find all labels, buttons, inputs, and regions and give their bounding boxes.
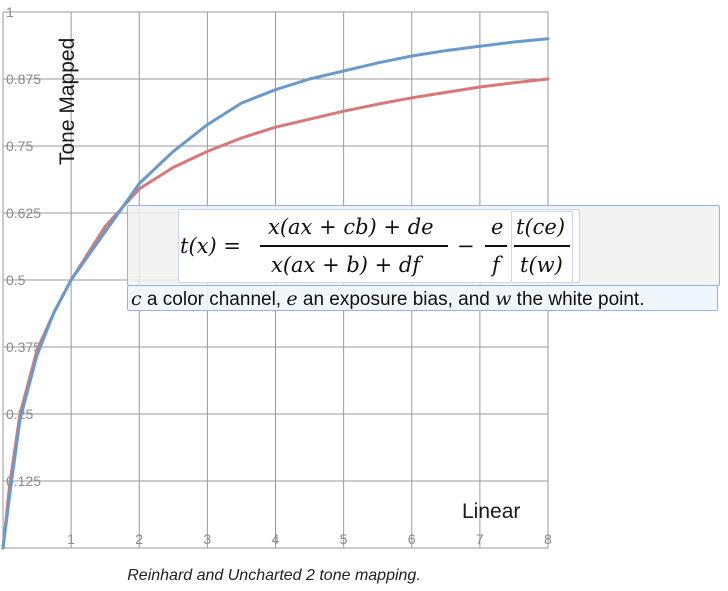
caption-text-1: a color channel,	[141, 289, 287, 310]
caption-text-3: the white point.	[511, 289, 645, 310]
x-tick-label: 3	[203, 531, 211, 547]
formula-tooltip: t(x) = x(ax + cb) + de x(ax + b) + df − …	[127, 205, 721, 314]
series-line-blue	[1, 37, 550, 550]
caption-text-2: an exposure bias, and	[297, 289, 496, 310]
formula-box-secondary	[511, 211, 573, 283]
series-group	[1, 37, 550, 550]
x-tick-label: 2	[135, 531, 143, 547]
y-tick-label: 0.625	[6, 205, 41, 221]
figure-caption: Reinhard and Uncharted 2 tone mapping.	[127, 567, 421, 584]
formula-e: e	[491, 215, 504, 239]
x-tick-label: 5	[340, 531, 348, 547]
x-tick-label: 8	[544, 531, 552, 547]
y-tick-label: 1	[6, 4, 14, 20]
y-tick-label: 0.75	[6, 138, 33, 154]
x-tick-label: 4	[272, 531, 280, 547]
formula-caption: c a color channel, e an exposure bias, a…	[127, 285, 718, 311]
formula-minus: −	[457, 234, 475, 258]
formula-fraction-bar	[260, 245, 448, 247]
formula-tw: t(w)	[520, 253, 563, 277]
x-tick-labels: 1 2 3 4 5 6 7 8	[67, 531, 552, 547]
formula-lhs: t(x) =	[180, 234, 241, 258]
formula-ef-bar	[485, 245, 507, 247]
series-line-red	[1, 77, 550, 550]
y-tick-label: 0.125	[6, 473, 41, 489]
y-tick-label: 0.875	[6, 71, 41, 87]
x-tick-label: 7	[476, 531, 484, 547]
x-tick-label: 6	[408, 531, 416, 547]
formula-panel: t(x) = x(ax + cb) + de x(ax + b) + df − …	[127, 205, 720, 286]
formula-denominator: x(ax + b) + df	[271, 253, 421, 277]
y-tick-label: 0.375	[6, 339, 41, 355]
var-e: e	[286, 288, 298, 310]
var-w: w	[495, 288, 512, 310]
var-c: c	[131, 288, 142, 310]
y-tick-label: 0.5	[6, 272, 26, 288]
formula-t-bar	[514, 245, 570, 247]
x-axis-label: Linear	[462, 500, 520, 523]
formula-numerator: x(ax + cb) + de	[268, 215, 434, 239]
formula-f: f	[492, 253, 500, 277]
x-tick-label: 1	[67, 531, 75, 547]
formula-tce: t(ce)	[516, 215, 566, 239]
y-axis-label: Tone Mapped	[56, 38, 79, 165]
